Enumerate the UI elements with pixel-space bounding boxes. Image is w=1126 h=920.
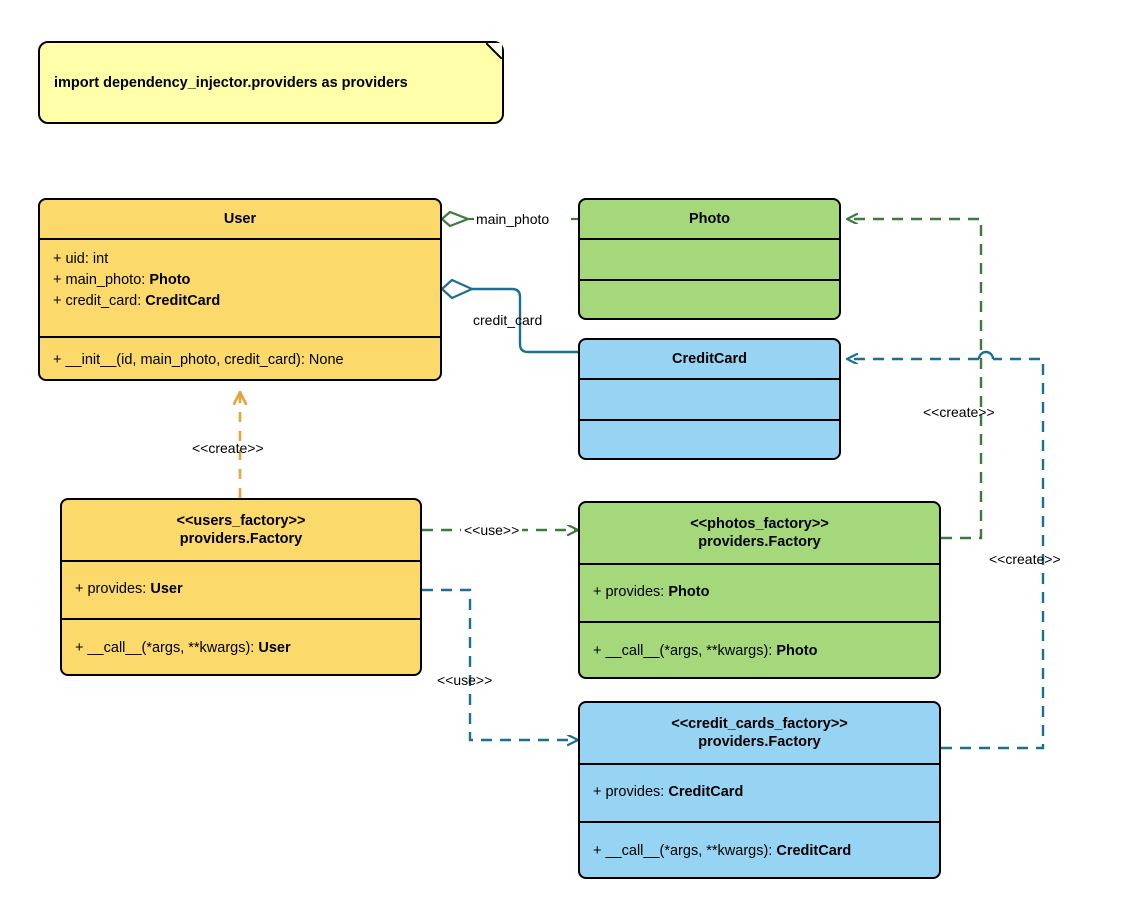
class-photo-name: Photo (688, 210, 731, 227)
class-user-attribute-row: + credit_card: CreditCard (40, 291, 440, 312)
class-credit-cards-factory-title-compartment: <<credit_cards_factory>> providers.Facto… (580, 703, 939, 765)
edge-users-factory-use-credit-cards-factory (422, 588, 578, 740)
attr-prefix: + provides: (593, 784, 669, 801)
class-credit-cards-factory-methods-compartment: + __call__(*args, **kwargs): CreditCard (580, 823, 939, 877)
class-credit-cards-factory-attribute-row: + provides: CreditCard (580, 782, 939, 803)
edge-photos-factory-create-photo (847, 219, 983, 540)
attr-type: Photo (668, 584, 710, 601)
class-user-attribute-row: + main_photo: Photo (40, 270, 440, 291)
class-users-factory-name: providers.Factory (179, 531, 303, 547)
class-photo-methods-compartment (580, 281, 839, 318)
class-user-name: User (223, 210, 257, 227)
attr-type: int (92, 251, 109, 267)
class-user-methods-compartment: + __init__(id, main_photo, credit_card):… (40, 338, 440, 379)
note-import: import dependency_injector.providers as … (38, 41, 504, 124)
attr-type: CreditCard (145, 293, 221, 310)
class-box-credit-cards-factory[interactable]: <<credit_cards_factory>> providers.Facto… (578, 701, 941, 879)
attr-prefix: + provides: (75, 581, 151, 598)
class-users-factory-methods-compartment: + __call__(*args, **kwargs): User (62, 620, 420, 674)
method-type: CreditCard (776, 843, 852, 860)
attr-type: Photo (149, 272, 191, 289)
class-credit-card-title-compartment: CreditCard (580, 340, 839, 380)
attr-prefix: + credit_card: (53, 293, 146, 310)
class-photos-factory-attributes-compartment: + provides: Photo (580, 565, 939, 623)
class-credit-card-methods-compartment (580, 421, 839, 458)
attr-type: CreditCard (668, 784, 744, 801)
attr-prefix: + uid: (53, 251, 93, 267)
class-users-factory-attribute-row: + provides: User (62, 579, 420, 600)
edge-label-create-user: <<create>> (192, 440, 264, 456)
class-user-attributes-compartment: + uid: int + main_photo: Photo + credit_… (40, 240, 440, 338)
edge-label-use-credit-cards: <<use>> (437, 672, 493, 688)
method-prefix: + __call__(*args, **kwargs): (593, 643, 777, 660)
class-credit-cards-factory-method-row: + __call__(*args, **kwargs): CreditCard (580, 841, 939, 862)
class-box-credit-card[interactable]: CreditCard (578, 338, 841, 460)
class-photos-factory-title-compartment: <<photos_factory>> providers.Factory (580, 503, 939, 565)
class-users-factory-attributes-compartment: + provides: User (62, 562, 420, 620)
attr-type: User (150, 581, 183, 598)
class-user-method-row: + __init__(id, main_photo, credit_card):… (40, 350, 440, 371)
class-users-factory-title-compartment: <<users_factory>> providers.Factory (62, 500, 420, 562)
attr-prefix: + main_photo: (53, 272, 150, 289)
note-text: import dependency_injector.providers as … (54, 74, 408, 91)
class-photos-factory-methods-compartment: + __call__(*args, **kwargs): Photo (580, 623, 939, 677)
class-credit-cards-factory-stereotype: <<credit_cards_factory>> (671, 715, 848, 732)
class-users-factory-method-row: + __call__(*args, **kwargs): User (62, 638, 420, 659)
class-user-attribute-row: + uid: int (40, 249, 440, 270)
class-photos-factory-method-row: + __call__(*args, **kwargs): Photo (580, 641, 939, 662)
class-photos-factory-name: providers.Factory (698, 534, 821, 550)
class-box-photo[interactable]: Photo (578, 198, 841, 320)
edge-label-create-credit-card: <<create>> (989, 551, 1061, 567)
class-credit-card-name: CreditCard (672, 350, 747, 367)
class-credit-cards-factory-attributes-compartment: + provides: CreditCard (580, 765, 939, 823)
class-box-photos-factory[interactable]: <<photos_factory>> providers.Factory + p… (578, 501, 941, 679)
class-box-user[interactable]: User + uid: int + main_photo: Photo + cr… (38, 198, 442, 381)
edge-label-use-photos: <<use>> (461, 522, 523, 538)
edge-label-credit-card: credit_card (473, 312, 543, 328)
method-prefix: + __init__(id, main_photo, credit_card): (53, 351, 309, 368)
class-photo-title-compartment: Photo (580, 200, 839, 240)
class-user-title-compartment: User (40, 200, 440, 240)
class-users-factory-stereotype: <<users_factory>> (176, 512, 306, 529)
edge-label-create-photo: <<create>> (923, 404, 995, 420)
class-photos-factory-stereotype: <<photos_factory>> (690, 515, 829, 532)
method-prefix: + __call__(*args, **kwargs): (593, 843, 777, 860)
class-credit-card-attributes-compartment (580, 380, 839, 421)
method-type: None (308, 351, 344, 368)
method-type: User (258, 640, 291, 657)
method-prefix: + __call__(*args, **kwargs): (75, 640, 259, 657)
note-fold-icon (486, 43, 502, 59)
class-credit-cards-factory-name: providers.Factory (698, 734, 821, 750)
class-box-users-factory[interactable]: <<users_factory>> providers.Factory + pr… (60, 498, 422, 676)
edge-label-main-photo: main_photo (476, 211, 550, 227)
attr-prefix: + provides: (593, 584, 669, 601)
class-photos-factory-attribute-row: + provides: Photo (580, 582, 939, 603)
class-photo-attributes-compartment (580, 240, 839, 281)
method-type: Photo (776, 643, 818, 660)
